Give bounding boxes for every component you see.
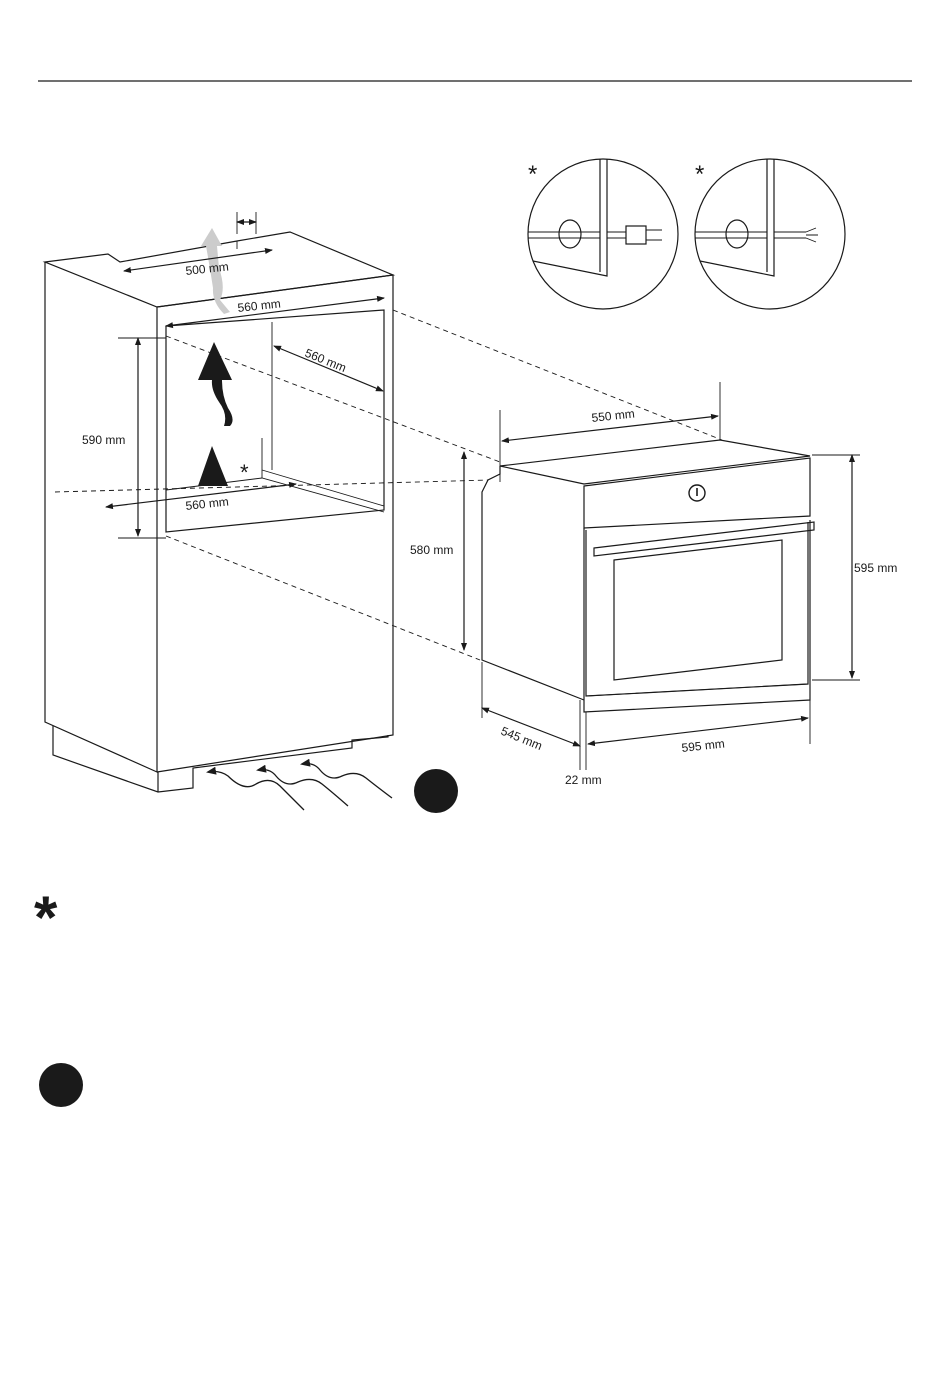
- dim-niche-bottom-width: 560 mm: [185, 495, 230, 513]
- oven-dimensions: 550 mm 580 mm 595 mm 545 mm 595 mm 22 mm: [410, 382, 897, 787]
- air-intake-waves: [208, 764, 458, 813]
- dim-oven-front-height: 595 mm: [854, 561, 897, 575]
- dim-oven-top-width: 550 mm: [591, 407, 636, 425]
- dim-oven-front-thickness: 22 mm: [565, 773, 602, 787]
- legend-filled-circle-icon: [39, 1063, 83, 1107]
- plug-detail-icon: *: [520, 150, 678, 309]
- cable-detail-icon: *: [688, 150, 845, 309]
- plug-detail-asterisk: *: [528, 161, 537, 188]
- dim-niche-top-depth: 500 mm: [185, 260, 230, 278]
- cable-detail-asterisk: *: [695, 161, 704, 188]
- dim-niche-side-depth: 560 mm: [303, 346, 348, 375]
- air-intake-arrow-icon: [198, 446, 228, 486]
- cable-passage-asterisk: *: [240, 460, 249, 485]
- legend-asterisk: *: [34, 884, 58, 951]
- dim-niche-height: 590 mm: [82, 433, 125, 447]
- dim-oven-depth: 545 mm: [499, 724, 544, 753]
- air-flow-arrow-icon: [198, 342, 233, 426]
- ventilation-marker-icon: [414, 769, 458, 813]
- cabinet: [45, 232, 393, 792]
- oven: [482, 440, 814, 712]
- projection-lines: [55, 310, 722, 660]
- dim-oven-body-height: 580 mm: [410, 543, 453, 557]
- dim-oven-front-width: 595 mm: [681, 737, 726, 755]
